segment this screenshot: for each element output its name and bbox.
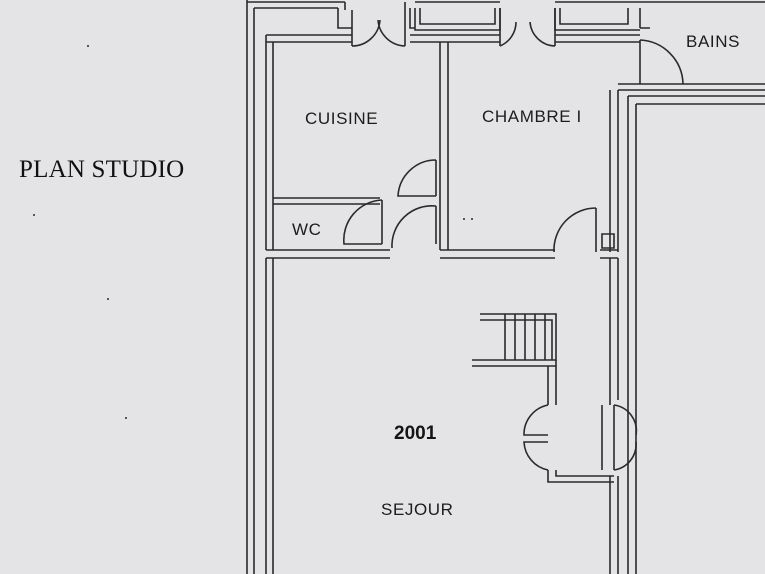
room-label-sejour: SEJOUR [381,500,454,519]
window-recess-1 [337,2,415,29]
door-chambre-wc [391,205,437,249]
unit-number: 2001 [394,423,437,444]
sejour-right-wall [609,258,619,574]
mark-1 [87,45,89,47]
room-label-wc: WC [292,220,322,239]
window-recess-2 [414,8,501,31]
mark-4 [125,417,127,419]
sejour-door [523,404,549,471]
window-casement-2 [499,8,556,47]
wc-wall-bottom [266,249,618,259]
bains-walls [618,27,765,91]
mark-5 [463,218,465,220]
room-label-chambre: CHAMBRE I [482,107,582,126]
door-small [601,233,615,249]
mark-3 [107,298,109,300]
window-casement-1 [351,10,406,47]
interior-wall-top [266,34,640,43]
wall-cuisine-chambre [439,42,449,250]
outer-wall-left [246,0,255,574]
outer-wall-top [247,1,765,28]
wc-wall-top [273,197,380,205]
staircase-outline [472,313,557,367]
window-recess-3 [554,8,640,31]
door-cuisine [397,159,437,197]
plan-title: PLAN STUDIO [19,156,185,183]
right-wall [627,95,765,574]
mark-6 [471,218,473,220]
room-label-cuisine: CUISINE [305,109,379,128]
bains-door-arc [639,39,684,85]
sejour-left-wall [265,258,274,574]
room-label-bains: BAINS [686,32,741,51]
sejour-partition [547,360,614,483]
sejour-door-right [601,404,638,471]
wall-chambre-right [609,90,619,252]
door-wc [343,199,383,245]
mark-2 [33,214,35,216]
inner-wall-left [265,35,274,250]
door-chambre [553,207,597,253]
